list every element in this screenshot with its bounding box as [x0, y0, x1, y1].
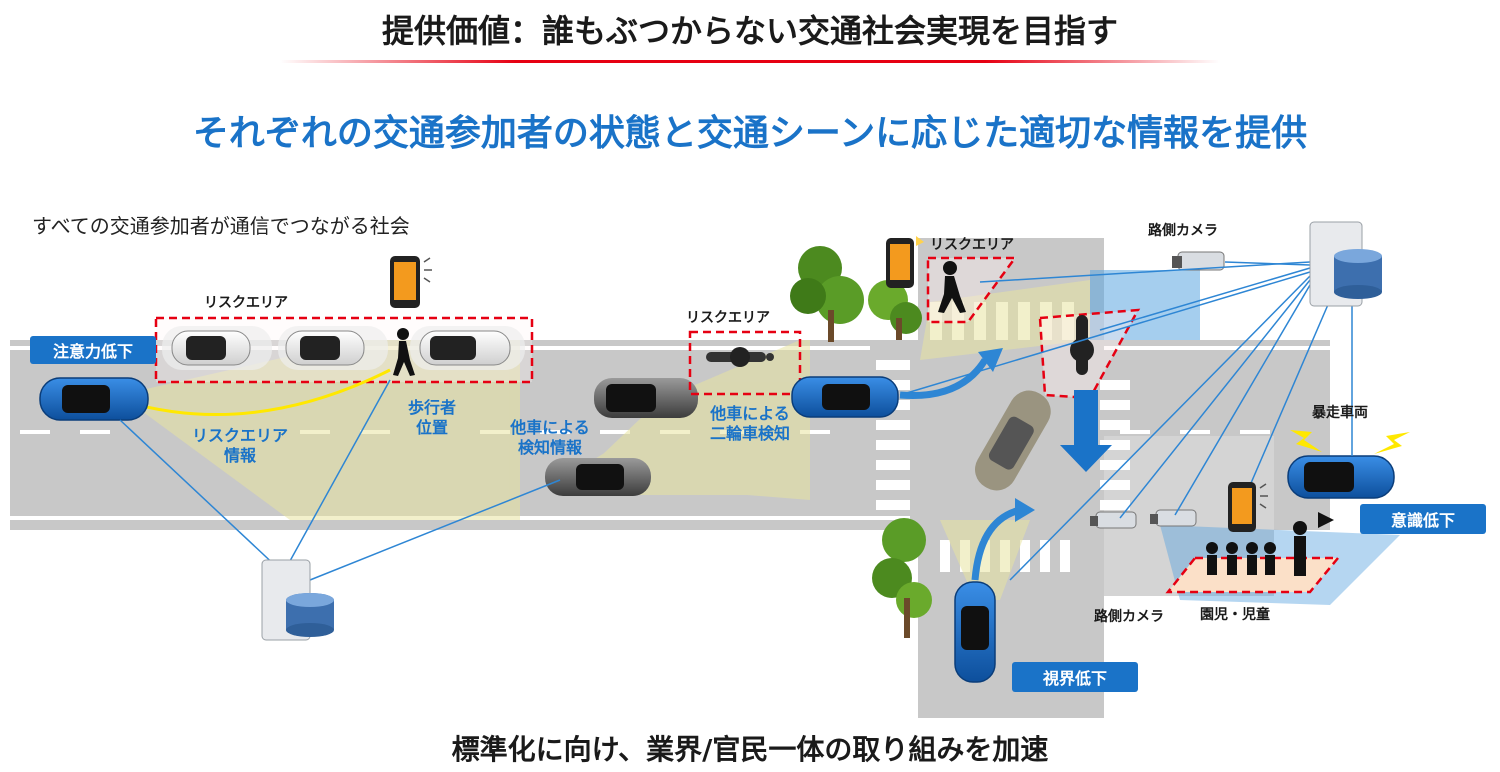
parked-car-3	[410, 326, 525, 370]
down-arrow	[1060, 390, 1112, 472]
label-risk-area-2: リスクエリア	[686, 310, 770, 326]
tree-icon-bottom	[872, 518, 932, 638]
risk-area-info-line	[119, 368, 391, 417]
motorcycle-icon	[706, 347, 774, 367]
blue-car-mid	[791, 376, 899, 418]
label-risk-area-info-line1: リスクエリア	[191, 426, 288, 445]
parked-car-1	[162, 326, 272, 370]
page-subtitle: それぞれの交通参加者の状態と交通シーンに応じた適切な情報を提供	[192, 113, 1308, 154]
smartphone-alert-icon-right	[1228, 482, 1268, 532]
title-underline	[280, 60, 1220, 63]
tree-icon-top-2	[868, 280, 922, 340]
label-roadside-camera-top: 路側カメラ	[1148, 223, 1218, 239]
detection-cone-left	[120, 340, 520, 520]
comm-lines	[119, 261, 1353, 581]
detection-cone-bottom	[940, 520, 1030, 600]
label-two-wheel-line1: 他車による	[710, 404, 790, 423]
page-title: 提供価値：誰もぶつからない交通社会実現を目指す	[381, 12, 1118, 50]
label-risk-area-info-line2: 情報	[223, 446, 256, 465]
blue-car-left	[39, 377, 149, 421]
label-pedestrian-position-line2: 位置	[415, 418, 448, 437]
label-detect-info-line1: 他車による	[510, 418, 590, 437]
tree-icon-top-1	[790, 246, 864, 342]
smartphone-alert-icon-top	[886, 236, 924, 288]
label-detect-info-line2: 検知情報	[517, 438, 582, 457]
lightning-icon-left	[1290, 430, 1322, 452]
lightning-icon-right	[1374, 432, 1410, 454]
footer-message: 標準化に向け、業界/官民一体の取り組みを加速	[451, 733, 1049, 766]
gray-car-lower	[545, 458, 651, 496]
server-icon-right	[1309, 221, 1382, 307]
label-reckless-vehicle: 暴走車両	[1312, 405, 1368, 421]
pedestrian-icon	[393, 328, 415, 376]
motorcycle-top-icon	[1070, 315, 1094, 375]
camera-icon-bottom-1	[1090, 511, 1137, 529]
children-icon	[1206, 512, 1334, 576]
label-attention-low: 注意力低下	[30, 336, 156, 364]
label-visibility-low: 視界低下	[1012, 662, 1138, 692]
smartphone-alert-icon-left	[390, 256, 432, 308]
blue-car-right	[1287, 455, 1395, 499]
crosswalk-right	[1100, 380, 1130, 510]
label-two-wheel-line2: 二輪車検知	[709, 424, 790, 443]
gray-car-intersection	[975, 390, 1051, 491]
gray-car-mid	[594, 378, 698, 418]
turn-arrow-bottom	[971, 506, 1022, 581]
turn-arrow-mid	[899, 358, 988, 400]
camera-coverage-top	[1090, 270, 1200, 340]
detection-cone-top	[920, 280, 1090, 360]
scene-caption: すべての交通参加者が通信でつながる社会	[32, 214, 410, 238]
pedestrian-top-icon	[938, 261, 966, 313]
camera-icon-top	[1172, 251, 1225, 271]
camera-icon-bottom-2	[1150, 509, 1197, 527]
blue-car-bottom	[954, 581, 996, 683]
label-risk-area-1: リスクエリア	[204, 295, 288, 311]
label-risk-area-3: リスクエリア	[930, 237, 1014, 253]
server-icon-left	[261, 559, 334, 641]
risk-area-motorcycle	[688, 330, 802, 396]
label-children: 園児・児童	[1200, 607, 1270, 623]
label-roadside-camera-bottom: 路側カメラ	[1094, 609, 1164, 625]
parked-car-2	[278, 326, 388, 370]
label-consciousness-low: 意識低下	[1360, 504, 1486, 534]
label-pedestrian-position-line1: 歩行者	[407, 398, 456, 417]
